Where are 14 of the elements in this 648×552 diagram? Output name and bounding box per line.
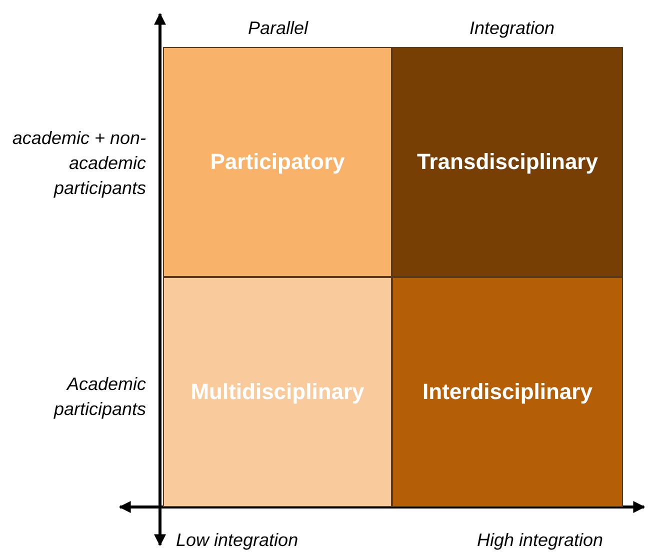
- quadrant-box: [392, 277, 623, 507]
- axis-label: High integration: [476, 529, 604, 552]
- quadrant-title: Transdisciplinary: [417, 149, 598, 175]
- quadrant-title: Participatory: [210, 149, 345, 175]
- row-heading: academic + non-academic participants: [11, 127, 146, 200]
- quadrant-box: [392, 47, 623, 277]
- axis-label: Low integration: [176, 529, 300, 552]
- column-heading: Integration: [468, 17, 556, 40]
- quadrant-box: [163, 277, 392, 507]
- quadrant-title: Multidisciplinary: [190, 379, 364, 405]
- row-heading: Academic participants: [52, 373, 146, 421]
- quadrant-title: Interdisciplinary: [422, 379, 592, 405]
- quadrant-box: [163, 47, 392, 277]
- column-heading: Parallel: [246, 17, 310, 40]
